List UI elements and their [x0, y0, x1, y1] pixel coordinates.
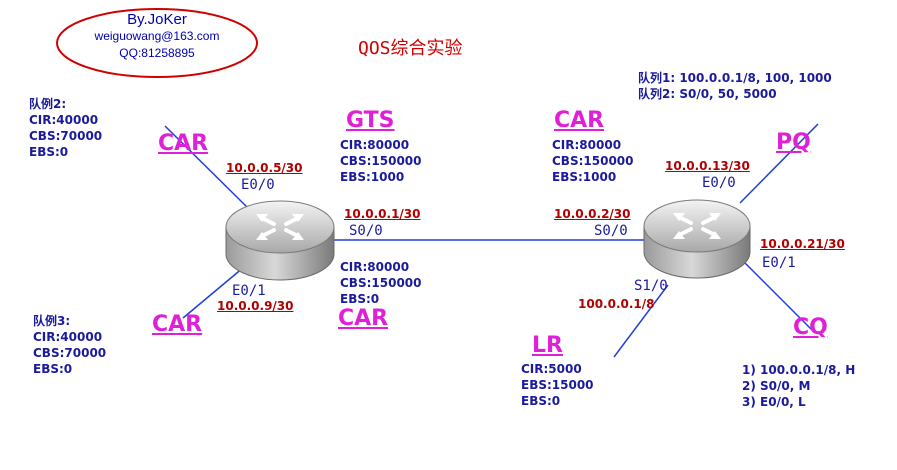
queue3-block: 队例3: CIR:40000 CBS:70000 EBS:0: [33, 313, 106, 377]
pq-queue2: 队列2: S0/0, 50, 5000: [638, 87, 777, 101]
lr-params: CIR:5000 EBS:15000 EBS:0: [521, 361, 594, 409]
car-left-top-label: CAR: [158, 131, 209, 156]
queue2-title: 队例2:: [29, 97, 67, 111]
right-e0-0-ip: 10.0.0.13/30: [665, 159, 750, 173]
car-left-bottom-label: CAR: [152, 312, 203, 337]
car-serial-left-cir: CIR:80000: [340, 260, 410, 274]
queue2-cir: CIR:40000: [29, 113, 99, 127]
cq-rule-1: 1) 100.0.0.1/8, H: [742, 363, 856, 377]
queue2-ebs: EBS:0: [29, 145, 69, 159]
left-s0-0-name: S0/0: [349, 223, 383, 239]
right-s1-0-name: S1/0: [634, 278, 668, 294]
pq-label: PQ: [776, 130, 811, 155]
car-serial-left-ebs: EBS:0: [340, 292, 380, 306]
car-serial-left-label: CAR: [338, 306, 389, 331]
left-s0-0-ip: 10.0.0.1/30: [344, 207, 421, 221]
link-right-e0-0: [739, 123, 819, 204]
gts-cir: CIR:80000: [340, 138, 410, 152]
lr-label: LR: [532, 333, 563, 358]
left-e0-1-ip: 10.0.0.9/30: [217, 299, 294, 313]
cq-rule-3: 3) E0/0, L: [742, 395, 806, 409]
car-serial-left-cbs: CBS:150000: [340, 276, 422, 290]
right-e0-1-name: E0/1: [762, 255, 796, 271]
right-s0-0-name: S0/0: [594, 223, 628, 239]
cq-label: CQ: [793, 315, 828, 340]
left-e0-0-ip: 10.0.0.5/30: [226, 161, 303, 175]
left-e0-1-name: E0/1: [232, 283, 266, 299]
signature-email: weiguowang@163.com: [94, 29, 220, 43]
car-serial-right-ebs: EBS:1000: [552, 170, 617, 184]
pq-queue-list: 队列1: 100.0.0.1/8, 100, 1000 队列2: S0/0, 5…: [638, 70, 832, 102]
router-right-icon: [643, 199, 751, 279]
pq-queue1: 队列1: 100.0.0.1/8, 100, 1000: [638, 71, 832, 85]
link-right-e0-1: [744, 262, 816, 334]
car-serial-right-params: CIR:80000 CBS:150000 EBS:1000: [552, 137, 634, 185]
gts-label: GTS: [346, 108, 395, 133]
car-serial-right-cbs: CBS:150000: [552, 154, 634, 168]
signature-name: By.JoKer: [127, 11, 187, 28]
queue3-cbs: CBS:70000: [33, 346, 107, 360]
queue2-cbs: CBS:70000: [29, 129, 103, 143]
gts-params: CIR:80000 CBS:150000 EBS:1000: [340, 137, 422, 185]
cq-rule-2: 2) S0/0, M: [742, 379, 811, 393]
queue3-cir: CIR:40000: [33, 330, 103, 344]
right-s0-0-ip: 10.0.0.2/30: [554, 207, 631, 221]
signature-oval: [56, 8, 258, 78]
queue3-ebs: EBS:0: [33, 362, 73, 376]
car-serial-right-cir: CIR:80000: [552, 138, 622, 152]
lr-cir: CIR:5000: [521, 362, 582, 376]
lr-ebs-1: EBS:15000: [521, 378, 594, 392]
signature-qq: QQ:81258895: [119, 46, 195, 60]
gts-cbs: CBS:150000: [340, 154, 422, 168]
router-left-icon: [225, 200, 335, 281]
signature-block: By.JoKer weiguowang@163.com QQ:81258895: [72, 11, 242, 62]
right-e0-0-name: E0/0: [702, 175, 736, 191]
link-left-e0-0: [164, 125, 251, 211]
gts-ebs: EBS:1000: [340, 170, 405, 184]
diagram-title: QOS综合实验: [358, 38, 463, 59]
lr-ebs-2: EBS:0: [521, 394, 561, 408]
link-right-s1-0: [613, 284, 669, 358]
left-e0-0-name: E0/0: [241, 177, 275, 193]
car-serial-right-label: CAR: [554, 108, 605, 133]
queue3-title: 队例3:: [33, 314, 71, 328]
right-s1-0-ip: 100.0.0.1/8: [578, 297, 655, 311]
queue2-block: 队例2: CIR:40000 CBS:70000 EBS:0: [29, 96, 102, 160]
right-e0-1-ip: 10.0.0.21/30: [760, 237, 845, 251]
cq-rules: 1) 100.0.0.1/8, H 2) S0/0, M 3) E0/0, L: [742, 362, 855, 410]
car-serial-left-params: CIR:80000 CBS:150000 EBS:0: [340, 259, 422, 307]
